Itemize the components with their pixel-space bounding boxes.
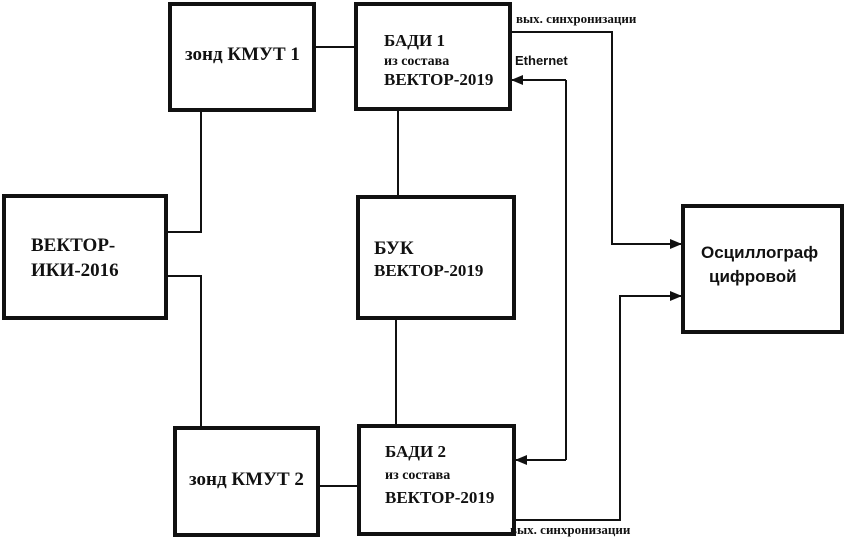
- oscilloscope-line1: Осциллограф: [701, 243, 819, 262]
- badi1-subtitle: из состава: [384, 54, 450, 69]
- sync-out-label-top: вых. синхронизации: [516, 11, 637, 26]
- probe1-label: зонд КМУТ 1: [185, 44, 300, 65]
- link-vector-probe2: [168, 275, 202, 428]
- buk-block: БУК ВЕКТОР-2019: [356, 195, 516, 320]
- sync-top-to-oscilloscope: [512, 31, 682, 249]
- buk-title: БУК: [374, 238, 414, 259]
- badi2-block: БАДИ 2 из состава ВЕКТОР-2019: [357, 424, 516, 536]
- probe2-block: зонд КМУТ 2: [173, 426, 320, 537]
- badi1-title: БАДИ 1: [384, 31, 445, 50]
- probe2-label: зонд КМУТ 2: [189, 469, 304, 490]
- vector-iki-block: ВЕКТОР- ИКИ-2016: [2, 194, 168, 320]
- ethernet-label: Ethernet: [515, 53, 568, 68]
- vector-iki-line1: ВЕКТОР-: [31, 235, 116, 256]
- badi2-title: БАДИ 2: [385, 442, 446, 461]
- link-probe1-vector: [168, 112, 202, 233]
- badi1-system: ВЕКТОР-2019: [384, 70, 494, 89]
- sync-out-label-bottom: вых. синхронизации: [510, 522, 631, 537]
- probe1-block: зонд КМУТ 1: [168, 2, 316, 112]
- vector-iki-line2: ИКИ-2016: [31, 260, 119, 281]
- sync-bottom-to-oscilloscope: [516, 291, 682, 521]
- badi2-system: ВЕКТОР-2019: [385, 488, 495, 507]
- oscilloscope-line2: цифровой: [709, 267, 797, 286]
- buk-system: ВЕКТОР-2019: [374, 261, 484, 280]
- oscilloscope-block: Осциллограф цифровой: [681, 204, 844, 334]
- badi2-subtitle: из состава: [385, 468, 451, 483]
- badi1-block: БАДИ 1 из состава ВЕКТОР-2019: [354, 2, 512, 111]
